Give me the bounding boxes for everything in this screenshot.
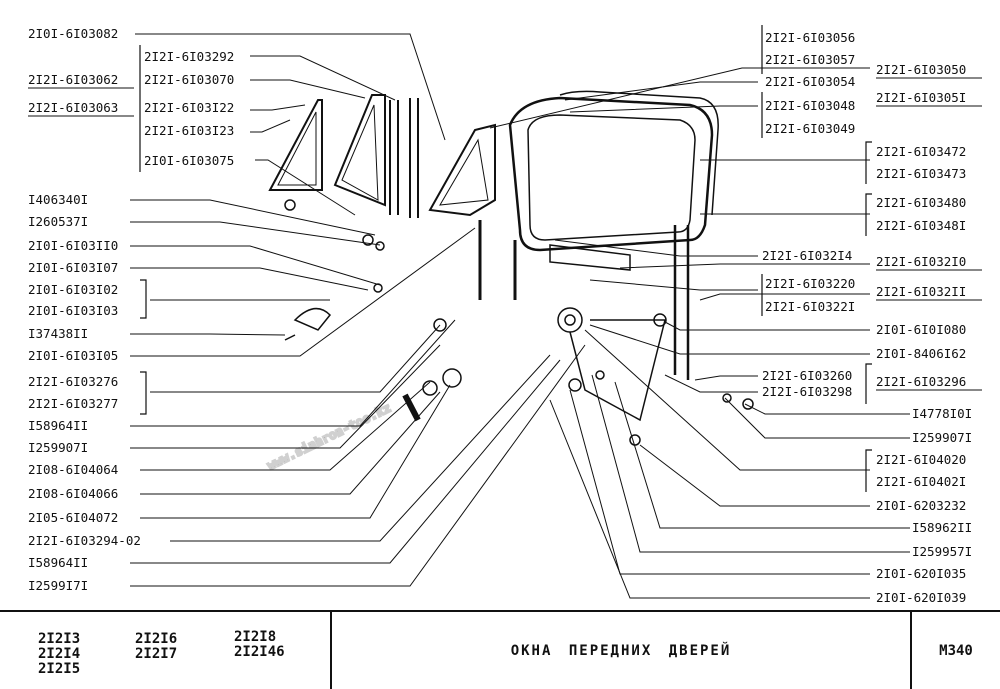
title-block: 2I2I3 2I2I4 2I2I5 2I2I6 2I2I7 2I2I8 2I2I… <box>0 610 1000 689</box>
part-label: 2I2I-6I03480 <box>876 195 966 210</box>
model-code: 2I2I7 <box>135 646 178 662</box>
part-label: 2I2I-6I0348I <box>876 218 966 233</box>
exploded-parts-diagram: www.sinhron-too.kz <box>28 25 982 605</box>
sheet-code: M340 <box>939 642 973 659</box>
part-label: 2I0I-6I03I07 <box>28 260 118 275</box>
part-label: 2I2I-6I032II <box>876 284 966 299</box>
part-label: 2I2I-6I03277 <box>28 396 118 411</box>
part-label: I2599I7I <box>28 578 88 593</box>
code-cell: M340 <box>912 612 1000 689</box>
part-label: 2I2I-6I03049 <box>765 121 855 136</box>
part-label: 2I2I-6I03276 <box>28 374 118 389</box>
part-label: I259907I <box>28 440 88 455</box>
part-label: 2I2I-6I032I4 <box>762 248 852 263</box>
part-label: I58964II <box>28 555 88 570</box>
part-label: 2I2I-6I0305I <box>876 90 966 105</box>
part-label: 2I2I-6I04020 <box>876 452 966 467</box>
part-label: 2I0I-6I0I080 <box>876 322 966 337</box>
part-label: 2I2I-6I03054 <box>765 74 855 89</box>
right-brackets <box>761 25 872 492</box>
part-label: 2I2I-6I03050 <box>876 62 966 77</box>
part-label: 2I08-6I04064 <box>28 462 118 477</box>
window-regulator <box>284 199 754 446</box>
part-label: 2I0I-6I03075 <box>144 153 234 168</box>
part-label: 2I2I-6I0322I <box>765 299 855 314</box>
part-label: 2I05-6I04072 <box>28 510 118 525</box>
part-label: 2I0I-6I03I02 <box>28 282 118 297</box>
part-label: 2I2I-6I03294-02 <box>28 533 141 548</box>
vent-window-parts <box>268 94 496 218</box>
part-label: I4778I0I <box>912 406 972 421</box>
part-label: 2I2I-6I0402I <box>876 474 966 489</box>
leader-lines <box>130 33 910 599</box>
label-underlines <box>28 77 982 391</box>
part-label: 2I2I-6I03296 <box>876 374 966 389</box>
part-label: 2I2I-6I03473 <box>876 166 966 181</box>
left-labels: 2I0I-6I03082 2I2I-6I03292 2I2I-6I03062 2… <box>28 26 234 593</box>
part-label: I259957I <box>912 544 972 559</box>
part-label: 2I2I-6I03220 <box>765 276 855 291</box>
sheet-title: ОКНА ПЕРЕДНИХ ДВЕРЕЙ <box>510 642 732 659</box>
part-label: 2I2I-6I03260 <box>762 368 852 383</box>
models-cell: 2I2I3 2I2I4 2I2I5 2I2I6 2I2I7 2I2I8 2I2I… <box>0 612 332 689</box>
part-label: 2I2I-6I03057 <box>765 52 855 67</box>
part-label: 2I0I-620I039 <box>876 590 966 605</box>
part-label: 2I2I-6I032I0 <box>876 254 966 269</box>
part-label: 2I2I-6I03048 <box>765 98 855 113</box>
part-label: I58962II <box>912 520 972 535</box>
part-label: 2I2I-6I03062 <box>28 72 118 87</box>
model-code: 2I2I8 <box>234 629 277 645</box>
model-code: 2I2I6 <box>135 631 178 647</box>
part-label: 2I0I-6I03I03 <box>28 303 118 318</box>
part-label: I37438II <box>28 326 88 341</box>
model-code: 2I2I46 <box>234 644 285 660</box>
title-cell: ОКНА ПЕРЕДНИХ ДВЕРЕЙ <box>332 612 912 689</box>
part-label: I260537I <box>28 214 88 229</box>
right-labels: 2I2I-6I03056 2I2I-6I03057 2I2I-6I03050 2… <box>762 30 972 605</box>
part-label: I58964II <box>28 418 88 433</box>
part-label: 2I0I-620I035 <box>876 566 966 581</box>
part-label: 2I2I-6I03I23 <box>144 123 234 138</box>
part-label: I259907I <box>912 430 972 445</box>
model-code: 2I2I3 <box>38 631 81 647</box>
part-label: 2I0I-6I03I05 <box>28 348 118 363</box>
part-label: 2I0I-6203232 <box>876 498 966 513</box>
part-label: 2I08-6I04066 <box>28 486 118 501</box>
part-label: 2I2I-6I03292 <box>144 49 234 64</box>
part-label: 2I2I-6I03472 <box>876 144 966 159</box>
part-label: 2I2I-6I03063 <box>28 100 118 115</box>
part-label: 2I0I-8406I62 <box>876 346 966 361</box>
model-code: 2I2I4 <box>38 646 81 662</box>
part-label: 2I2I-6I03056 <box>765 30 855 45</box>
left-brackets <box>139 45 147 415</box>
part-label: 2I0I-6I03II0 <box>28 238 118 253</box>
door-glass-assembly <box>478 90 719 380</box>
model-code: 2I2I5 <box>38 661 81 677</box>
part-label: 2I2I-6I03298 <box>762 384 852 399</box>
part-label: 2I2I-6I03070 <box>144 72 234 87</box>
part-label: 2I2I-6I03I22 <box>144 100 234 115</box>
part-label: 2I0I-6I03082 <box>28 26 118 41</box>
part-label: I406340I <box>28 192 88 207</box>
